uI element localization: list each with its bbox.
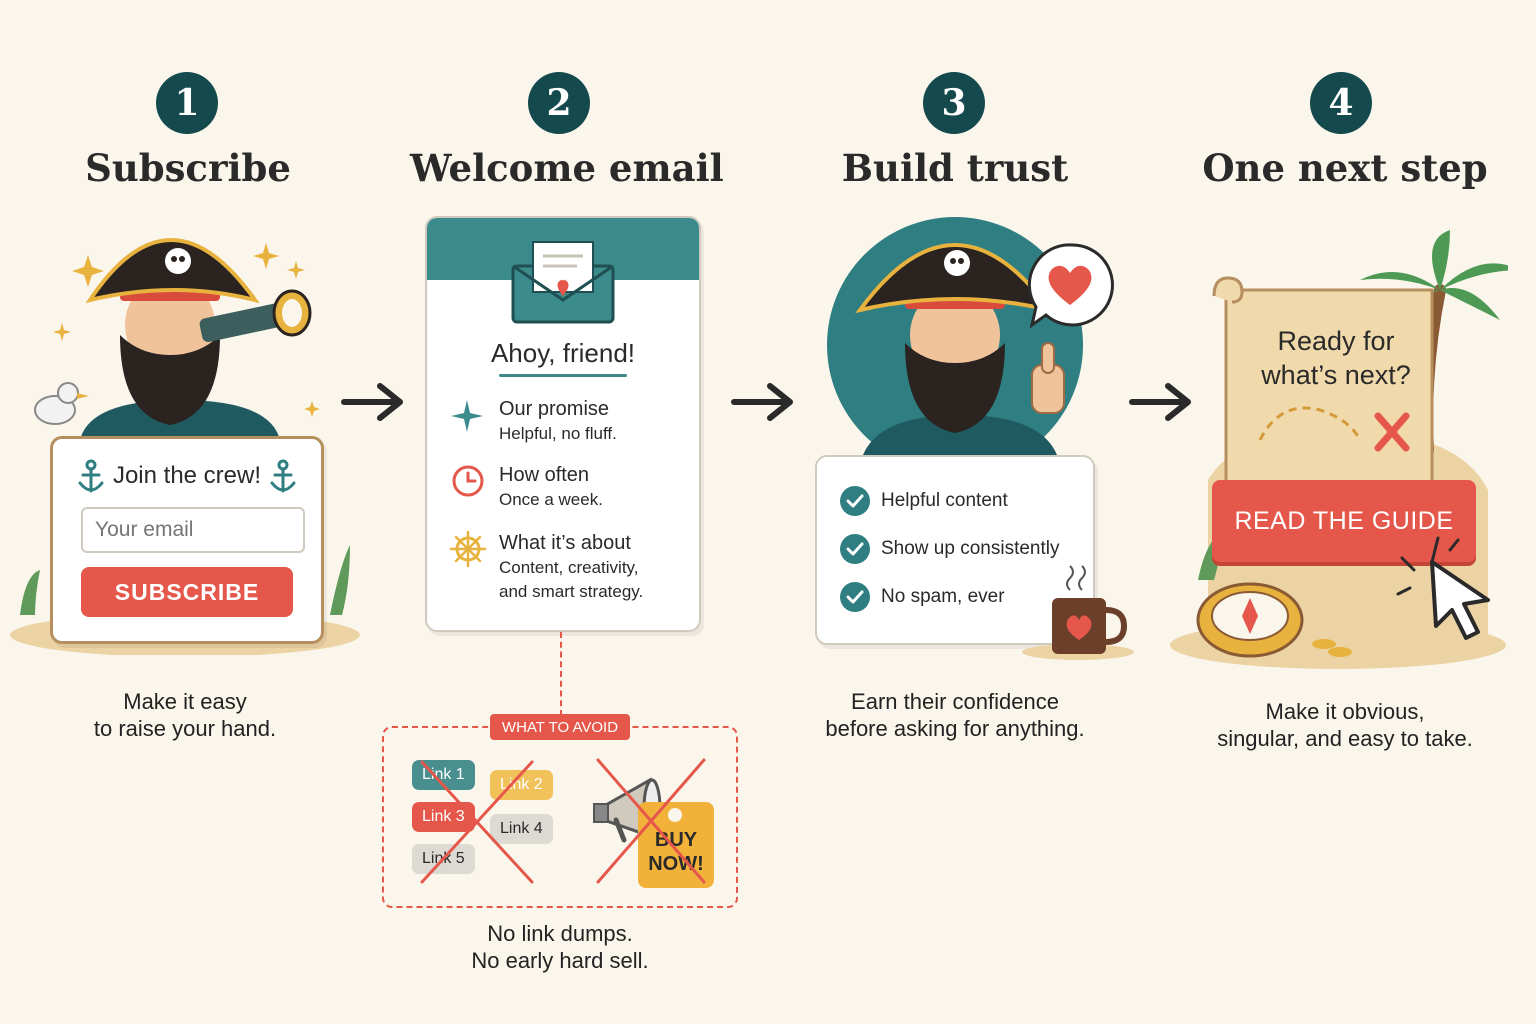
promise-detail: Helpful, no fluff. (499, 424, 617, 443)
scroll-line: Ready for (1277, 326, 1395, 356)
step-4-title: One next step (1202, 146, 1488, 190)
step-2-number: 2 (528, 72, 590, 134)
link-chip: Link 1 (412, 760, 475, 790)
check-circle-icon (840, 534, 870, 564)
ship-wheel-icon (449, 530, 487, 568)
read-guide-button[interactable]: READ THE GUIDE (1212, 480, 1476, 562)
signup-heading: Join the crew! (112, 462, 262, 489)
caption-line: Make it easy (123, 689, 247, 714)
scroll-text: Ready for what’s next? (1234, 324, 1438, 392)
step-4-caption: Make it obvious, singular, and easy to t… (1190, 698, 1500, 752)
step-3-caption: Earn their confidence before asking for … (790, 688, 1120, 742)
trust-item: Helpful content (881, 490, 1008, 511)
connector-line (560, 632, 562, 716)
check-circle-icon (840, 486, 870, 516)
subscribe-button[interactable]: SUBSCRIBE (81, 567, 293, 617)
caption-line: No link dumps. (487, 921, 633, 946)
email-field[interactable] (81, 507, 305, 553)
promise-title: Our promise (499, 398, 610, 420)
step-1-caption: Make it easy to raise your hand. (40, 688, 330, 742)
arrow-right-icon (1129, 383, 1191, 421)
signup-board: Join the crew! SUBSCRIBE (50, 436, 324, 644)
step-4-number: 4 (1310, 72, 1372, 134)
step-1-number: 1 (156, 72, 218, 134)
topic-detail: Content, creativity, (499, 558, 639, 577)
avoid-label: WHAT TO AVOID (490, 714, 630, 740)
envelope-heart-icon (511, 241, 615, 324)
arrow-right-icon (341, 383, 403, 421)
price-tag: BUY NOW! (638, 802, 714, 888)
anchor-icon (78, 459, 104, 493)
compass-star-icon (451, 400, 483, 432)
link-chip: Link 3 (412, 802, 475, 832)
greeting-underline (499, 374, 627, 377)
coffee-mug-icon (1022, 565, 1134, 660)
step-3-title: Build trust (841, 146, 1069, 190)
cross-out-icon (420, 760, 534, 884)
cross-out-icon (596, 758, 706, 884)
link-chip: Link 4 (490, 814, 553, 844)
caption-line: before asking for anything. (825, 716, 1085, 741)
email-greeting: Ahoy, friend! (490, 338, 636, 368)
tag-line: NOW! (648, 853, 704, 875)
tag-line: BUY (654, 829, 698, 851)
caption-line: Earn their confidence (851, 689, 1059, 714)
trust-card: Helpful content Show up consistently No … (815, 455, 1095, 645)
clock-icon (452, 465, 484, 497)
buy-now-tag: BUY NOW! (638, 828, 714, 876)
topic-detail: and smart strategy. (499, 582, 644, 601)
caption-line: to raise your hand. (93, 716, 277, 741)
tag-hole (668, 808, 682, 822)
caption-line: singular, and easy to take. (1217, 726, 1473, 751)
pirate-thumbs-up-illustration (827, 217, 1114, 465)
trust-item: No spam, ever (881, 586, 1005, 607)
trust-item: Show up consistently (881, 538, 1060, 559)
scroll-line: what’s next? (1261, 360, 1411, 390)
step-2-caption: No link dumps. No early hard sell. (410, 920, 710, 974)
caption-line: No early hard sell. (471, 948, 649, 973)
frequency-title: How often (499, 464, 590, 486)
step-2-title: Welcome email (410, 146, 724, 190)
avoid-box: WHAT TO AVOID Link 1 Link 2 Link 3 Link … (382, 714, 738, 908)
frequency-detail: Once a week. (499, 490, 603, 509)
cursor-pointer-icon (1396, 536, 1490, 640)
welcome-email-card: Ahoy, friend! Our promise Helpful, no fl… (425, 216, 701, 632)
anchor-icon (270, 459, 296, 493)
arrow-right-icon (731, 383, 793, 421)
check-circle-icon (840, 582, 870, 612)
topic-title: What it’s about (499, 532, 631, 554)
step-3-number: 3 (923, 72, 985, 134)
step-1-title: Subscribe (85, 146, 291, 190)
caption-line: Make it obvious, (1265, 699, 1425, 724)
